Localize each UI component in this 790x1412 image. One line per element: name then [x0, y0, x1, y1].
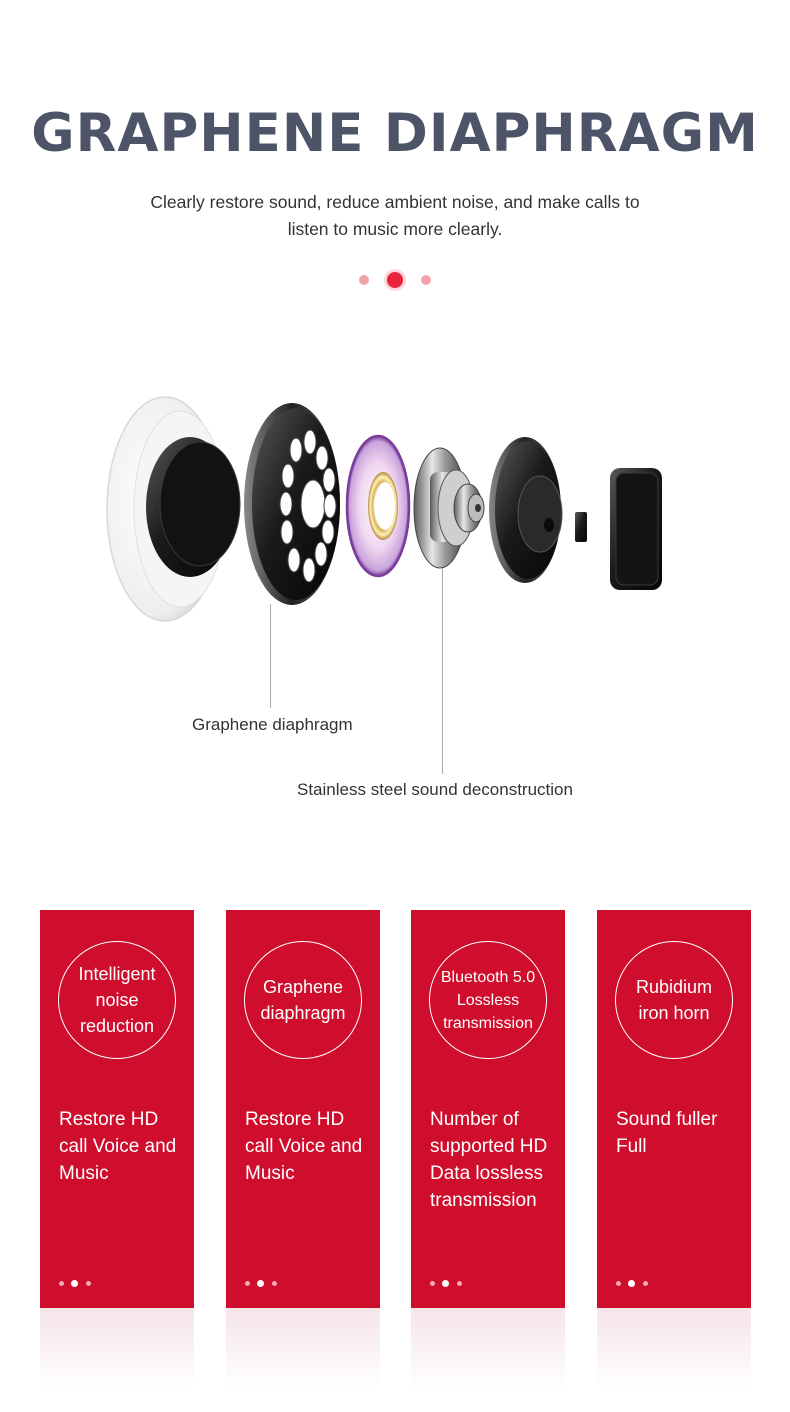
card-pager [430, 1279, 470, 1289]
feature-card-horn[interactable]: Rubidium iron horn Sound fuller Full [597, 910, 751, 1388]
carousel-pager [355, 271, 435, 289]
exploded-earbud-illustration [106, 396, 662, 622]
feature-badge: Bluetooth 5.0 Lossless transmission [429, 941, 547, 1059]
feature-badge: Intelligent noise reduction [58, 941, 176, 1059]
feature-card-bluetooth[interactable]: Bluetooth 5.0 Lossless transmission Numb… [411, 910, 565, 1388]
card-pager [59, 1279, 99, 1289]
feature-badge: Rubidium iron horn [615, 941, 733, 1059]
card-reflection [411, 1308, 565, 1388]
card-reflection [226, 1308, 380, 1388]
page-title: GRAPHENE DIAPHRAGM [31, 103, 759, 164]
page-subtitle: Clearly restore sound, reduce ambient no… [150, 192, 640, 239]
card-pager-dot [616, 1281, 621, 1286]
card-reflection [40, 1308, 194, 1388]
feature-badge-label: Intelligent noise reduction [78, 964, 156, 1036]
pager-dot-active[interactable] [387, 272, 403, 288]
feature-description: Sound fuller Full [616, 1109, 718, 1157]
card-pager-dot [430, 1281, 435, 1286]
card-reflection [597, 1308, 751, 1388]
feature-badge-label: Rubidium iron horn [635, 977, 713, 1023]
card-pager-dot [59, 1281, 64, 1286]
feature-badge: Graphene diaphragm [244, 941, 362, 1059]
card-pager-dot-active [442, 1280, 449, 1287]
pager-dot[interactable] [421, 275, 431, 285]
card-pager-dot [643, 1281, 648, 1286]
steel-label: Stainless steel sound deconstruction [297, 780, 573, 799]
card-pager-dot-active [628, 1280, 635, 1287]
feature-badge-label: Bluetooth 5.0 Lossless transmission [440, 968, 536, 1032]
feature-description: Restore HD call Voice and Music [59, 1109, 177, 1184]
feature-description: Number of supported HD Data lossless tra… [430, 1109, 548, 1211]
card-pager-dot [245, 1281, 250, 1286]
steel-callout-line [442, 568, 443, 774]
feature-badge-label: Graphene diaphragm [260, 977, 346, 1023]
card-pager-dot [86, 1281, 91, 1286]
feature-card-graphene[interactable]: Graphene diaphragm Restore HD call Voice… [226, 910, 380, 1388]
card-pager-dot-active [71, 1280, 78, 1287]
diaphragm-label: Graphene diaphragm [192, 715, 353, 734]
diaphragm-callout-line [270, 604, 271, 708]
card-pager-dot [272, 1281, 277, 1286]
feature-description: Restore HD call Voice and Music [245, 1109, 363, 1184]
card-pager [245, 1279, 285, 1289]
card-pager-dot [457, 1281, 462, 1286]
card-pager [616, 1279, 656, 1289]
pager-dot[interactable] [359, 275, 369, 285]
card-pager-dot-active [257, 1280, 264, 1287]
feature-card-noise[interactable]: Intelligent noise reduction Restore HD c… [40, 910, 194, 1388]
